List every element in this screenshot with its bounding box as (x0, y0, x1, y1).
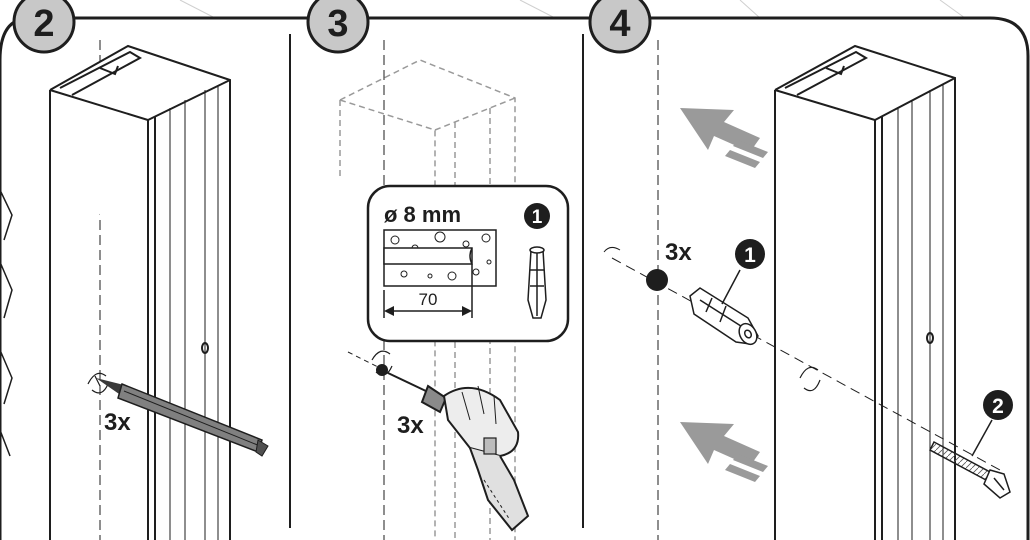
step-4-badge: 4 (588, 0, 652, 54)
step-4-number: 4 (609, 3, 630, 45)
step-3-badge: 3 (306, 0, 370, 54)
drill-hole-dot (376, 364, 388, 376)
drill-icon (420, 384, 530, 532)
screw-callout-number: 2 (992, 395, 1004, 418)
push-arrow-icon (680, 108, 768, 168)
step-2-panel (49, 40, 269, 540)
mark-symbol (87, 372, 109, 394)
drill-bit (387, 372, 429, 393)
step-2-quantity: 3x (104, 409, 131, 436)
push-arrow-icon (680, 422, 768, 482)
screw-callout-badge (983, 390, 1013, 420)
screw-icon (929, 440, 1011, 499)
plug-callout-number: 1 (744, 244, 756, 267)
left-edge-graphic (0, 189, 13, 457)
plug-callout-badge (735, 239, 765, 269)
pencil-icon (96, 378, 269, 457)
drill-hole-dot (646, 269, 668, 291)
concrete-texture (390, 231, 492, 281)
drill-info-box: 70 ø 8 mm 1 (366, 184, 570, 343)
fixing-axis (611, 257, 1001, 471)
step-4-quantity: 3x (665, 239, 692, 266)
aluminium-profile (49, 44, 231, 540)
drill-hole (383, 247, 473, 265)
part-callout-badge (524, 203, 550, 229)
step-2-number: 2 (33, 3, 54, 45)
step-4-panel: 3x 1 2 (603, 40, 1013, 540)
callout-leader (721, 269, 741, 305)
callout-leader (971, 419, 993, 457)
mark-symbol (799, 366, 821, 392)
step-3-panel: 70 ø 8 mm 1 (339, 40, 570, 540)
step-3-quantity: 3x (397, 412, 424, 439)
drill-depth-label: 70 (419, 290, 438, 309)
background-guide-lines (179, 0, 966, 19)
drill-diameter-label: ø 8 mm (384, 202, 461, 227)
step-2-badge: 2 (12, 0, 76, 54)
aluminium-profile (774, 44, 956, 540)
wall-plug-icon (689, 287, 759, 346)
wall-plug-icon (527, 246, 547, 319)
part-callout-number: 1 (532, 207, 543, 228)
step-3-number: 3 (327, 3, 348, 45)
